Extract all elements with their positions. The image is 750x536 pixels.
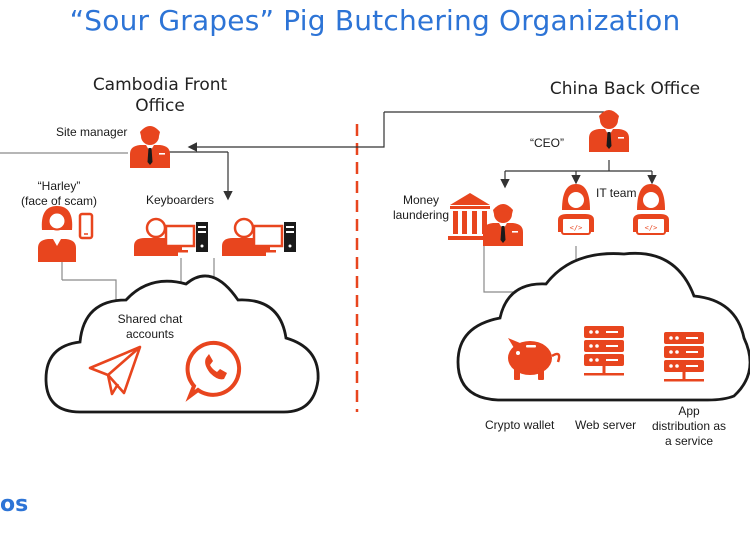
crypto-wallet-label: Crypto wallet [485, 418, 555, 432]
shared-chat-label-line2: accounts [125, 327, 175, 341]
developer-2-icon [632, 183, 670, 235]
keyboarders-label: Keyboarders [146, 193, 215, 207]
money-laundering-line1: Money [402, 193, 440, 207]
cambodia-office-header: Cambodia Front Office [80, 75, 240, 117]
harley-female-person-icon [38, 206, 94, 262]
cambodia-header-line2: Office [135, 96, 185, 116]
developer-1-icon [557, 183, 595, 235]
china-office-header: China Back Office [549, 79, 701, 99]
money-laundering-label: Money laundering [386, 193, 456, 223]
app-distribution-line3: a service [664, 434, 714, 448]
piggy-bank-icon [508, 338, 561, 380]
cambodia-header-line1: Cambodia Front [92, 75, 228, 95]
telegram-icon [88, 345, 142, 396]
app-distribution-line1: App [678, 404, 700, 418]
app-distribution-label: App distribution as a service [644, 404, 734, 449]
shared-chat-label: Shared chat accounts [110, 312, 190, 342]
money-launderer-person-icon [483, 204, 523, 246]
ceo-connectors [505, 160, 652, 172]
shared-chat-cloud [44, 274, 320, 414]
harley-label-line2: (face of scam) [20, 194, 98, 208]
harley-label-line1: “Harley” [37, 179, 81, 193]
money-laundering-line2: laundering [392, 208, 450, 222]
ceo-person-icon [589, 110, 629, 152]
keyboarder-2-icon [220, 217, 298, 258]
site-manager-label: Site manager [56, 125, 128, 139]
keyboarder-1-icon [132, 217, 210, 258]
bank-icon [448, 193, 492, 240]
site-manager-person-icon [130, 126, 170, 168]
ceo-label: “CEO” [530, 136, 564, 150]
web-server-label: Web server [575, 418, 637, 432]
ceo-to-site-manager-arrow [187, 112, 385, 152]
brand-logo: os [0, 492, 29, 517]
diagram-title: “Sour Grapes” Pig Butchering Organizatio… [69, 4, 681, 37]
shared-chat-label-line1: Shared chat [117, 312, 183, 326]
whatsapp-icon [185, 340, 242, 402]
it-team-label: IT team [596, 186, 637, 200]
harley-label: “Harley” (face of scam) [14, 179, 104, 209]
app-distribution-line2: distribution as [651, 419, 727, 433]
